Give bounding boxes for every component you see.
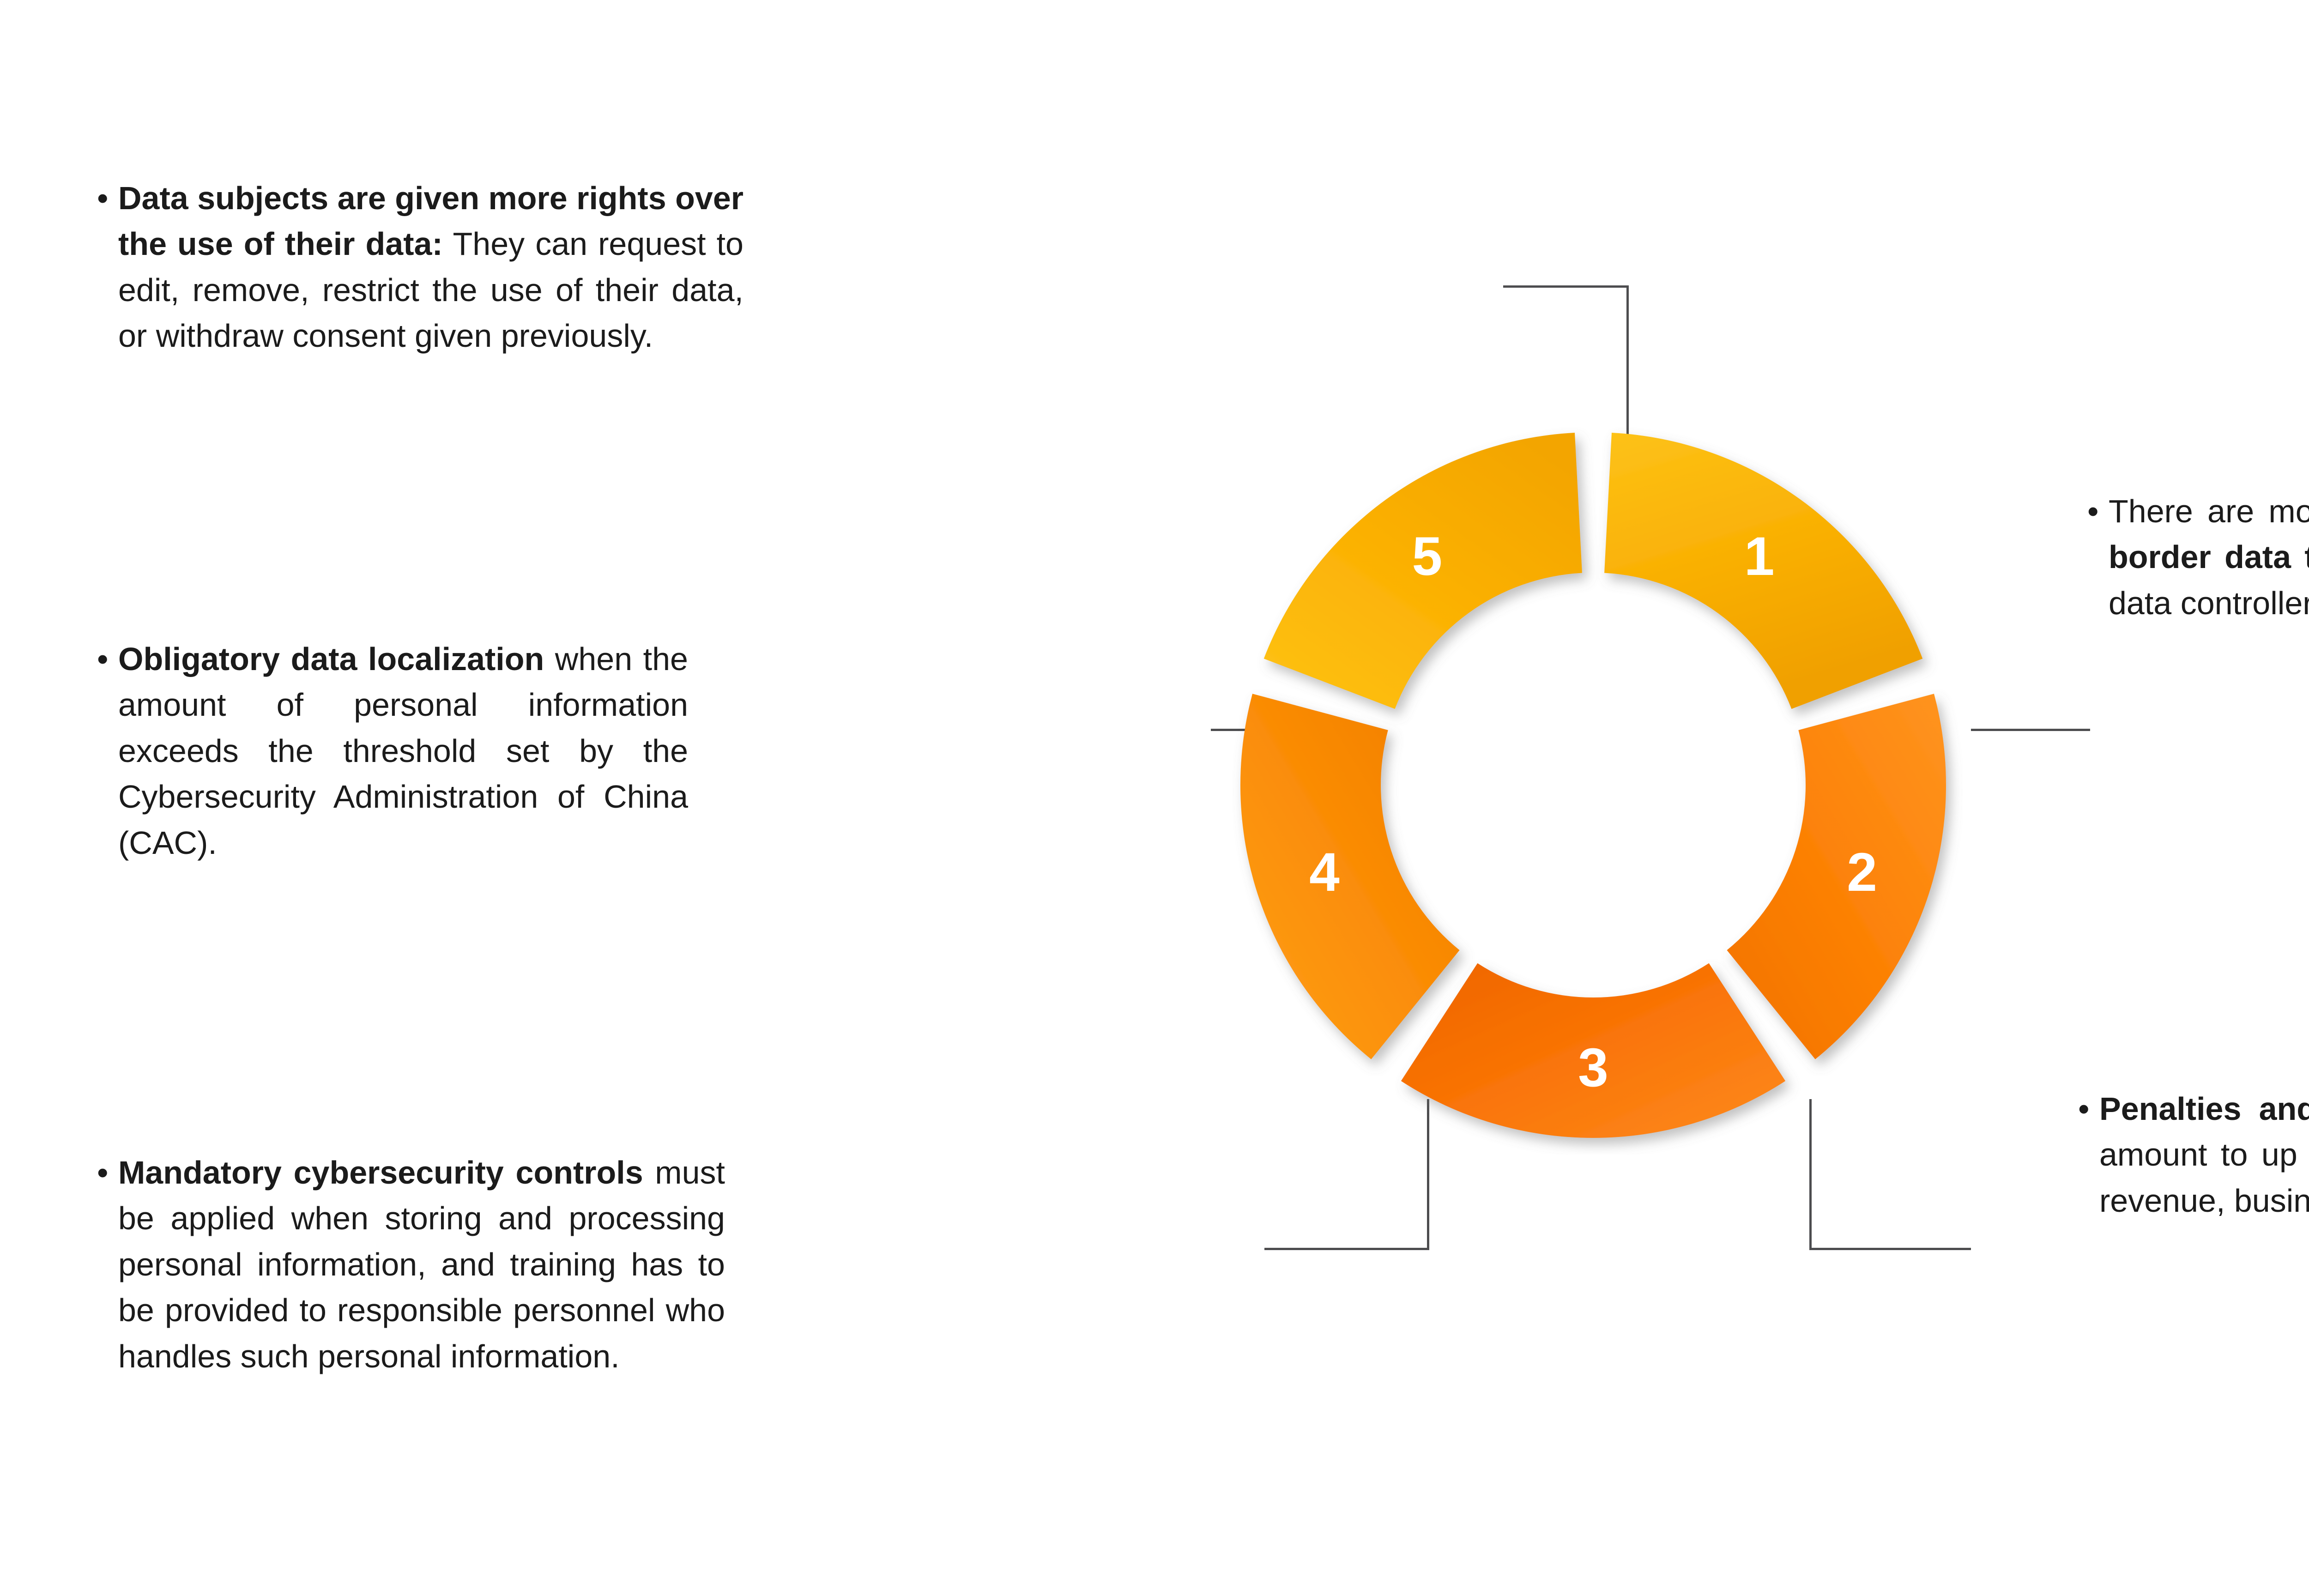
donut-segment-number-4: 4 — [1309, 842, 1340, 903]
callout-block-3: • Penalties and fines for data breaches … — [2078, 1086, 2309, 1224]
callout-block-4: • Mandatory cybersecurity controls must … — [97, 1150, 725, 1379]
callout-5-bold: Obligatory data localization — [118, 641, 544, 677]
donut-chart: 1 2 3 4 5 — [1224, 416, 1963, 1155]
bullet-icon: • — [2078, 1091, 2090, 1127]
donut-segment-number-2: 2 — [1847, 842, 1877, 903]
callout-5-rest: when the amount of personal information … — [118, 641, 688, 861]
callout-4-rest: must be applied when storing and process… — [118, 1155, 725, 1374]
donut-segment-5[interactable] — [1263, 433, 1582, 709]
leader-line-4-horizontal — [1264, 1248, 1429, 1250]
donut-segment-number-1: 1 — [1744, 526, 1775, 587]
bullet-icon: • — [2087, 493, 2099, 529]
callout-text-3: Penalties and fines for data breaches an… — [2099, 1086, 2309, 1224]
callout-block-1: • Data subjects are given more rights ov… — [97, 175, 743, 359]
donut-segment-4[interactable] — [1240, 694, 1460, 1059]
leader-line-1-horizontal — [1503, 285, 1629, 288]
donut-segment-labels: 1 2 3 4 5 — [1309, 526, 1877, 1098]
callout-text-2: There are more stringent requirements on… — [2109, 489, 2309, 626]
callout-text-4: Mandatory cybersecurity controls must be… — [118, 1150, 725, 1379]
donut-segment-number-3: 3 — [1578, 1037, 1608, 1098]
callout-text-1: Data subjects are given more rights over… — [118, 175, 743, 359]
leader-line-3-vertical — [1809, 1099, 1812, 1249]
donut-segment-2[interactable] — [1727, 694, 1946, 1059]
callout-text-5: Obligatory data localization when the am… — [118, 636, 688, 866]
callout-block-5: • Obligatory data localization when the … — [97, 636, 688, 866]
callout-block-2: • There are more stringent requirements … — [2087, 489, 2309, 626]
bullet-icon: • — [97, 1155, 109, 1191]
callout-3-rest: for data breaches and violations of the … — [2099, 1137, 2309, 1219]
donut-segments — [1240, 433, 1946, 1138]
callout-2-bold: stringent requirements on data sharing a… — [2109, 539, 2309, 575]
leader-line-1-vertical — [1626, 285, 1629, 449]
bullet-icon: • — [97, 180, 109, 216]
callout-2-pre: There are more — [2109, 493, 2309, 529]
leader-line-2-horizontal — [1971, 729, 2090, 731]
leader-line-4-vertical — [1427, 1099, 1429, 1249]
callout-1-bold: Data subjects are given more rights over… — [118, 180, 743, 262]
donut-segment-number-5: 5 — [1412, 526, 1442, 587]
callout-1-rest: They can request to edit, remove, restri… — [118, 226, 743, 354]
leader-line-3-horizontal — [1809, 1248, 1971, 1250]
callout-2-rest: , demanding companies and any third part… — [2109, 585, 2309, 621]
bullet-icon: • — [97, 641, 109, 677]
callout-3-bold: Penalties and fines — [2099, 1091, 2309, 1127]
donut-svg: 1 2 3 4 5 — [1240, 433, 1946, 1138]
donut-segment-3[interactable] — [1401, 963, 1786, 1138]
callout-4-bold: Mandatory cybersecurity controls — [118, 1155, 643, 1191]
donut-segment-1[interactable] — [1604, 433, 1923, 709]
